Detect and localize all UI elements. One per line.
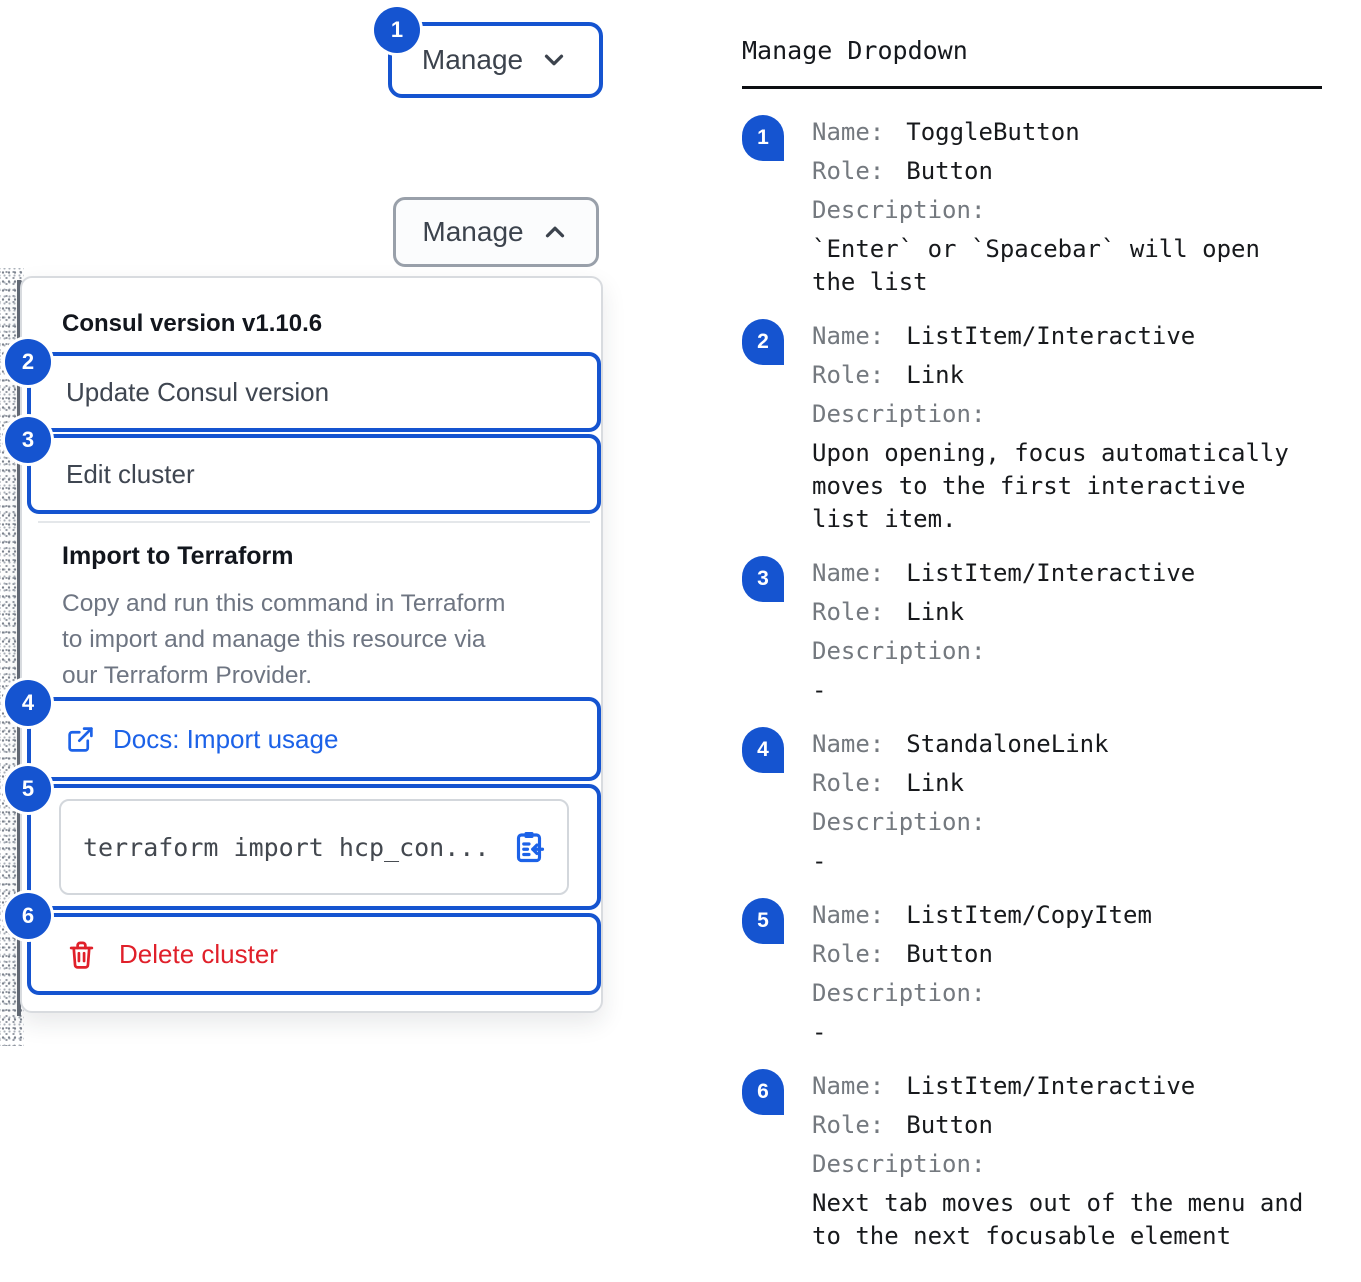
legend-role-row: Role:Button [812, 940, 993, 968]
legend-description-label: Description: [812, 1150, 986, 1178]
legend-item-4: 4 Name:StandaloneLink Role:Link Descript… [742, 725, 1322, 878]
legend-item-1: 1 Name:ToggleButton Role:Button Descript… [742, 113, 1322, 299]
legend-name-row: Name:ListItem/Interactive [812, 559, 1196, 587]
delete-cluster-label: Delete cluster [119, 938, 278, 969]
menu-item-copy-terraform-command[interactable]: terraform import hcp_con... [27, 784, 601, 910]
legend-item-3: 3 Name:ListItem/Interactive Role:Link De… [742, 554, 1322, 707]
legend-description-label: Description: [812, 979, 986, 1007]
legend-title: Manage Dropdown [742, 36, 968, 65]
legend-description-label: Description: [812, 196, 986, 224]
legend-name-row: Name:ListItem/Interactive [812, 1072, 1196, 1100]
legend-role-row: Role:Link [812, 361, 965, 389]
legend-badge-1: 1 [742, 115, 784, 161]
trash-icon [69, 941, 94, 969]
manage-toggle-label: Manage [422, 216, 524, 247]
menu-divider [38, 521, 590, 523]
manage-toggle-label: Manage [421, 44, 524, 75]
legend-role-value: Button [906, 157, 993, 185]
terraform-command-text: terraform import hcp_con... [83, 832, 490, 862]
legend-name-value: StandaloneLink [906, 730, 1109, 758]
annotation-badge-5: 5 [5, 766, 51, 812]
legend-name-value: ListItem/Interactive [906, 322, 1196, 350]
annotation-badge-4: 4 [5, 680, 51, 726]
legend-role-row: Role:Button [812, 157, 993, 185]
legend-name-value: ToggleButton [906, 118, 1080, 146]
manage-toggle-button-closed[interactable]: Manage [388, 22, 603, 98]
legend-description-value: `Enter` or `Spacebar` will open the list [812, 235, 1260, 296]
legend-name-value: ListItem/Interactive [906, 559, 1196, 587]
menu-item-label: Edit cluster [66, 458, 195, 489]
legend-role-value: Link [906, 598, 965, 626]
legend-description-value: Next tab moves out of the menu and to th… [812, 1189, 1304, 1250]
import-section-title: Import to Terraform [62, 542, 294, 570]
legend-item-6: 6 Name:ListItem/Interactive Role:Button … [742, 1067, 1322, 1253]
legend-description-value: Upon opening, focus automatically moves … [812, 439, 1289, 533]
legend-description-value: - [812, 1018, 827, 1046]
legend-role-value: Button [906, 940, 993, 968]
legend-badge-5: 5 [742, 898, 784, 944]
legend-name-row: Name:ListItem/Interactive [812, 322, 1196, 350]
annotation-badge-3: 3 [5, 417, 51, 463]
annotation-badge-6: 6 [5, 893, 51, 939]
legend-role-value: Link [906, 769, 965, 797]
legend-role-row: Role:Link [812, 598, 965, 626]
legend-description-label: Description: [812, 400, 986, 428]
legend-badge-4: 4 [742, 727, 784, 773]
legend-role-row: Role:Button [812, 1111, 993, 1139]
chevron-down-icon [544, 54, 564, 66]
annotation-badge-1: 1 [374, 7, 420, 53]
legend-item-2: 2 Name:ListItem/Interactive Role:Link De… [742, 317, 1322, 536]
consul-version-label: Consul version v1.10.6 [62, 310, 323, 337]
docs-import-usage-link[interactable]: Docs: Import usage [27, 697, 601, 781]
manage-toggle-button-open[interactable]: Manage [393, 197, 599, 267]
import-section-description: Copy and run this command in Terraform t… [62, 590, 506, 689]
legend-role-row: Role:Link [812, 769, 965, 797]
legend-panel: Manage Dropdown 1 Name:ToggleButton Role… [742, 36, 1322, 1271]
legend-badge-6: 6 [742, 1069, 784, 1115]
legend-description-value: - [812, 676, 827, 704]
legend-name-row: Name:StandaloneLink [812, 730, 1109, 758]
legend-name-row: Name:ToggleButton [812, 118, 1080, 146]
legend-name-value: ListItem/CopyItem [906, 901, 1152, 929]
legend-item-5: 5 Name:ListItem/CopyItem Role:Button Des… [742, 896, 1322, 1049]
legend-badge-3: 3 [742, 556, 784, 602]
legend-role-value: Button [906, 1111, 993, 1139]
legend-name-row: Name:ListItem/CopyItem [812, 901, 1152, 929]
menu-item-edit-cluster[interactable]: Edit cluster [27, 434, 601, 514]
menu-item-update-consul-version[interactable]: Update Consul version [27, 352, 601, 432]
legend-name-value: ListItem/Interactive [906, 1072, 1196, 1100]
menu-item-label: Update Consul version [66, 376, 330, 407]
legend-description-label: Description: [812, 808, 986, 836]
annotation-badge-2: 2 [5, 339, 51, 385]
legend-description-label: Description: [812, 637, 986, 665]
docs-link-label: Docs: Import usage [113, 723, 339, 754]
chevron-up-icon [545, 226, 564, 238]
legend-description-value: - [812, 847, 827, 875]
clipboard-copy-icon[interactable] [511, 829, 547, 865]
menu-item-delete-cluster[interactable]: Delete cluster [27, 913, 601, 995]
external-link-icon [68, 726, 93, 752]
legend-role-value: Link [906, 361, 965, 389]
legend-items: 1 Name:ToggleButton Role:Button Descript… [742, 113, 1322, 1253]
artboard-edge-line [17, 280, 21, 1016]
legend-divider [742, 86, 1322, 89]
terraform-command-field[interactable]: terraform import hcp_con... [59, 799, 569, 895]
manage-dropdown-menu: Consul version v1.10.6 Update Consul ver… [20, 276, 603, 1013]
legend-badge-2: 2 [742, 319, 784, 365]
